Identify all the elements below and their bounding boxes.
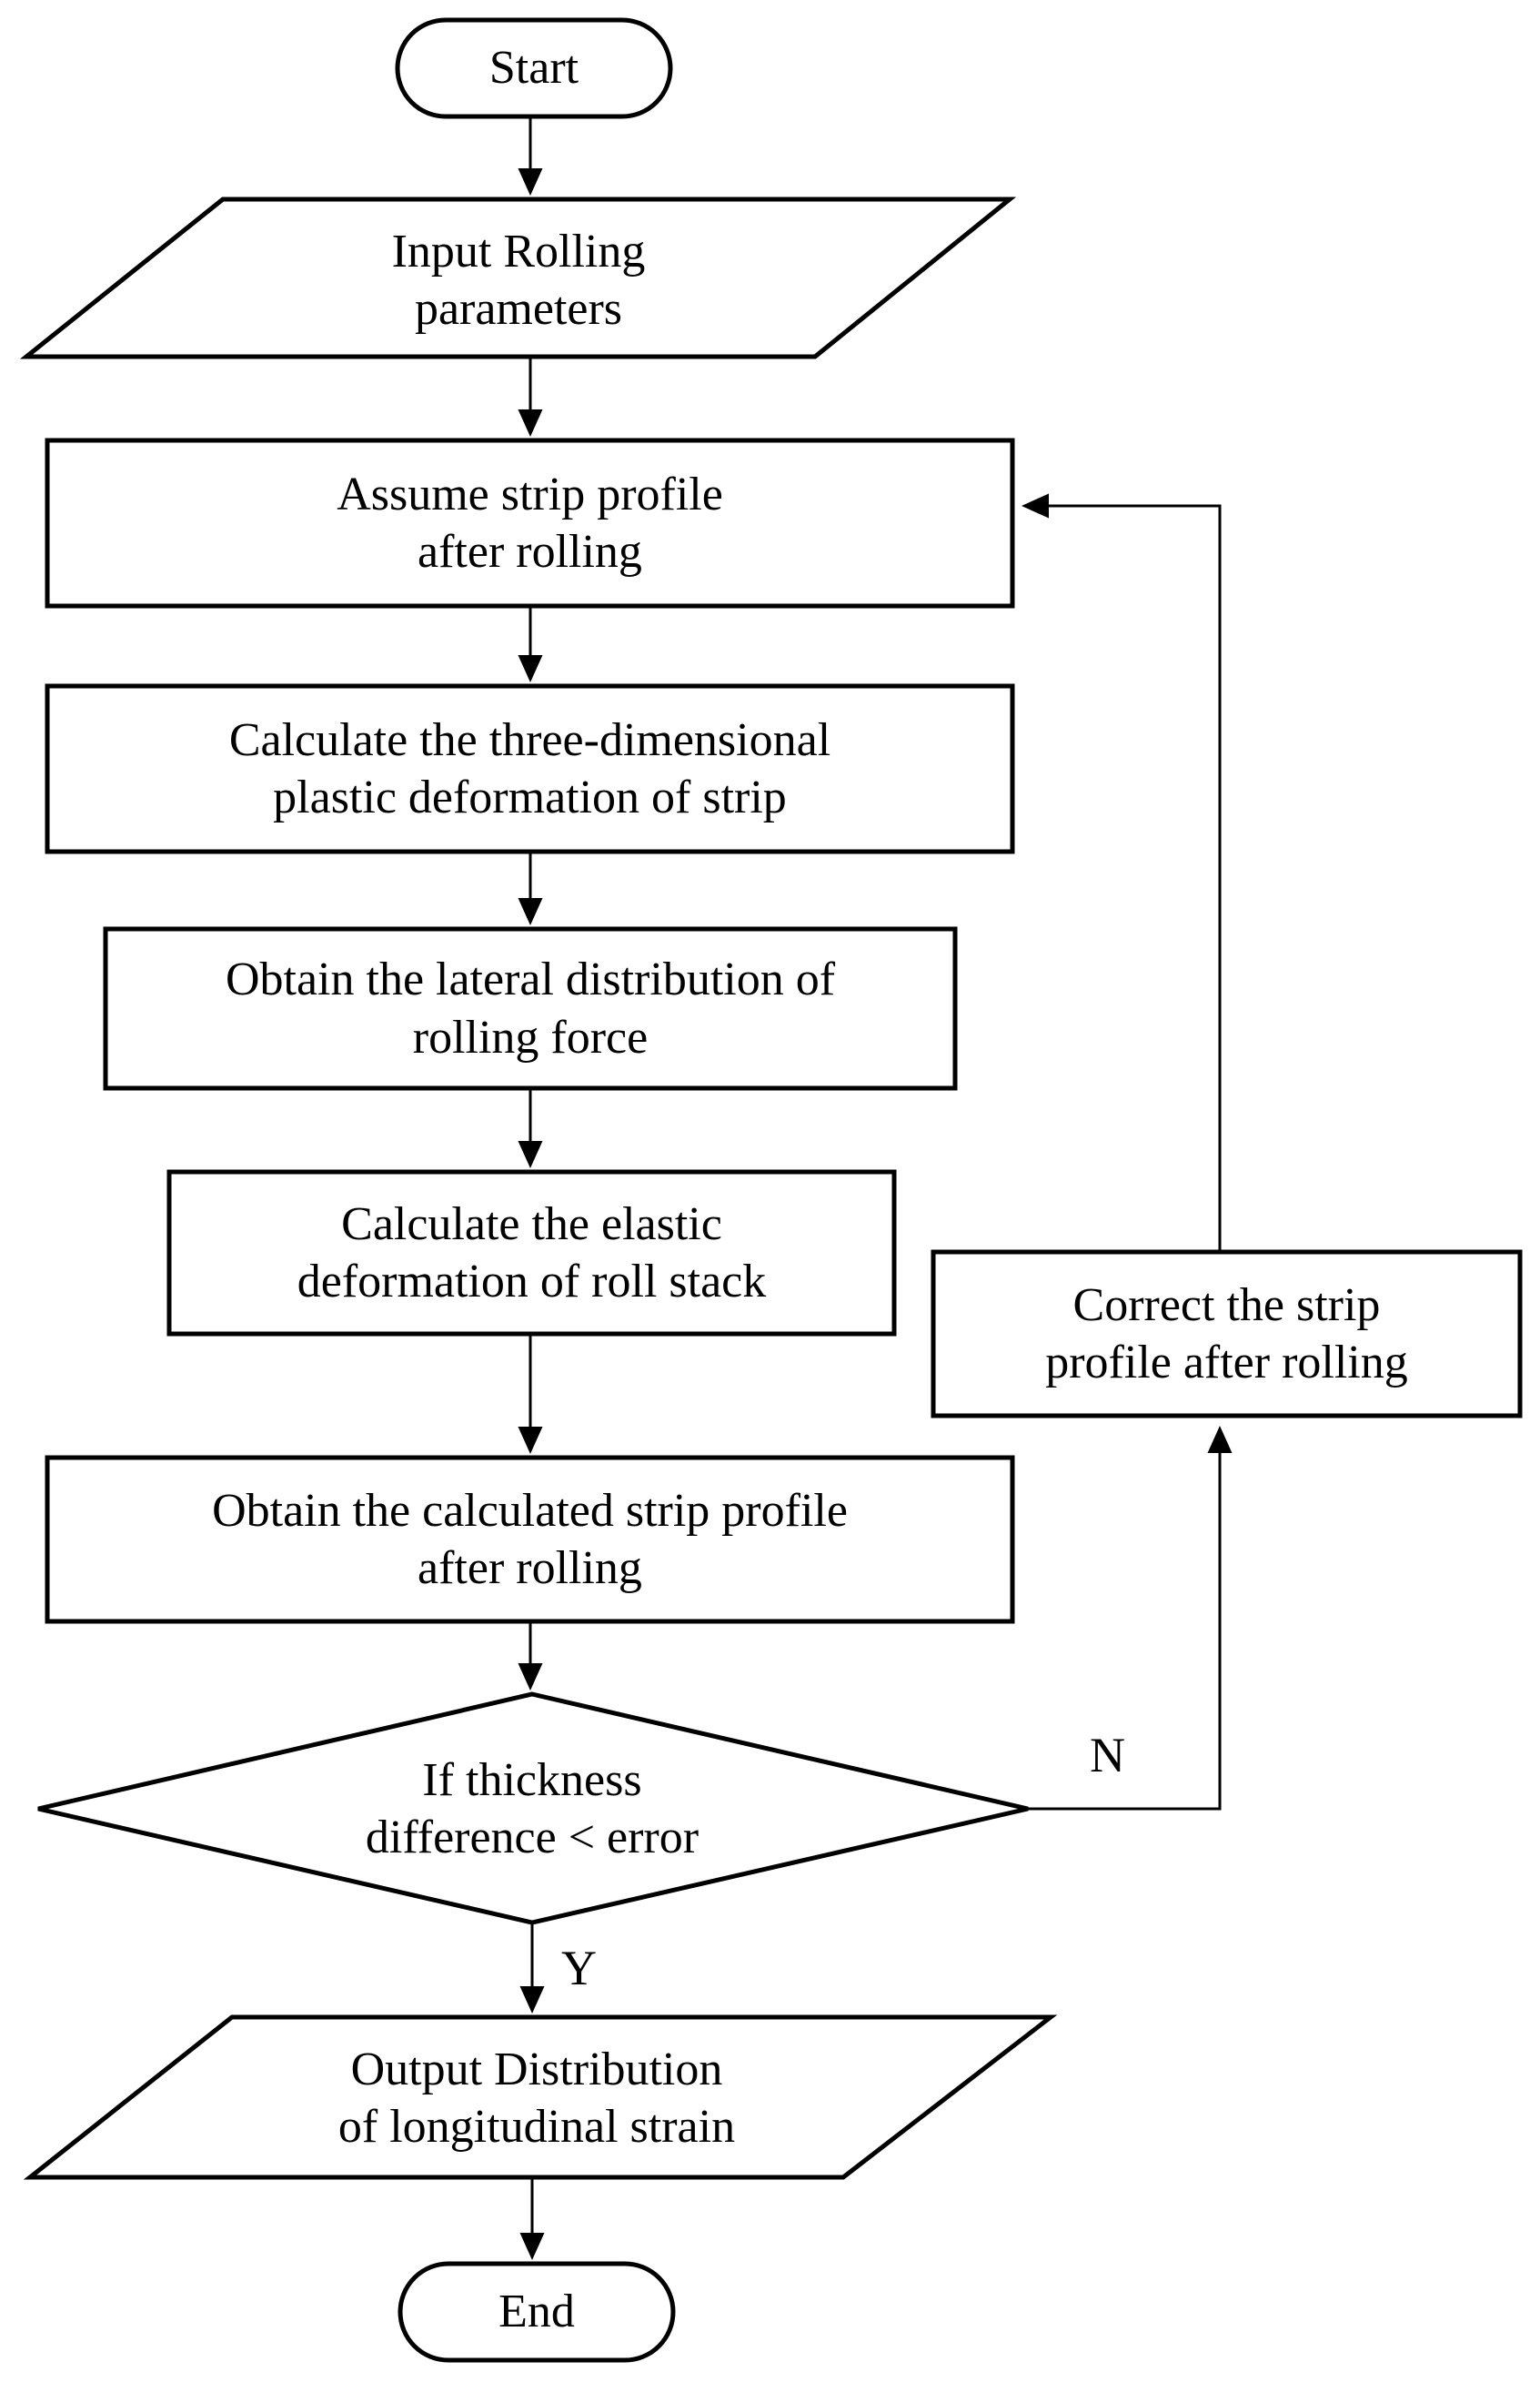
input-parameters-shape[interactable]	[19, 197, 1017, 359]
calculate-elastic-shape[interactable]	[166, 1169, 897, 1337]
connector-decision-no-to-correct	[1028, 1426, 1233, 1811]
decision-thickness-shape[interactable]	[37, 1691, 1029, 1925]
end-shape[interactable]	[398, 2261, 676, 2363]
start-shape[interactable]	[395, 17, 673, 119]
correct-profile-shape[interactable]	[931, 1249, 1523, 1418]
output-distribution-shape[interactable]	[23, 2014, 1058, 2180]
connector-correct-to-assume	[1022, 493, 1222, 1252]
obtain-calculated-shape[interactable]	[45, 1455, 1015, 1624]
assume-profile-shape[interactable]	[45, 438, 1015, 609]
obtain-lateral-shape[interactable]	[103, 926, 958, 1091]
calculate-plastic-shape[interactable]	[45, 683, 1015, 854]
